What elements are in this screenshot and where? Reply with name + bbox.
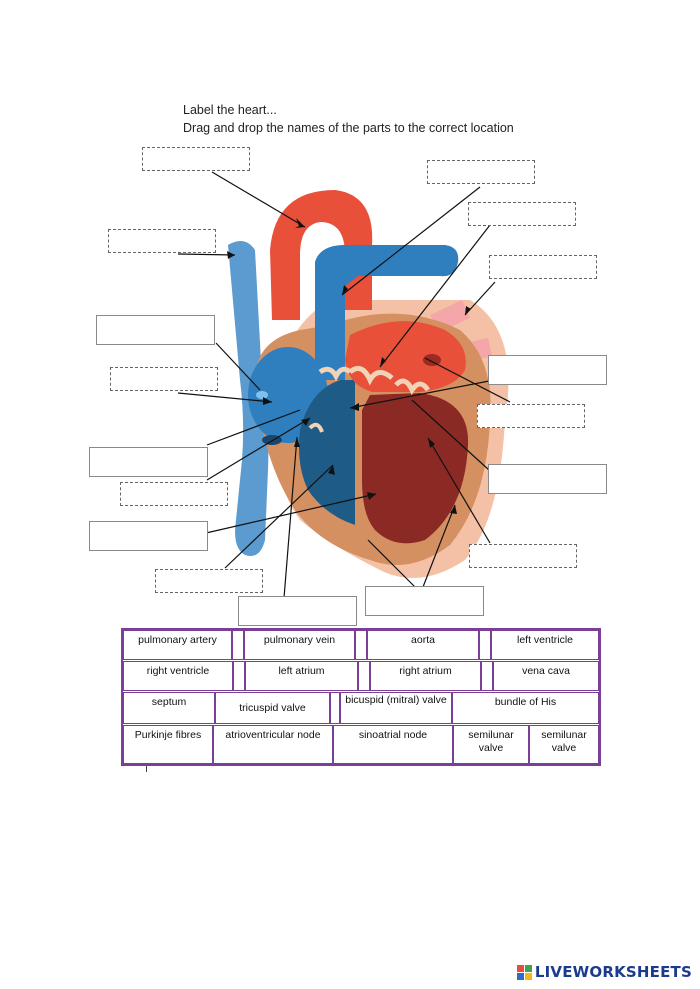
left-ventricle-shape (362, 393, 469, 544)
drop-zone-7[interactable] (488, 355, 607, 385)
word-septum[interactable]: septum (123, 692, 215, 724)
word-purkinje-fibres[interactable]: Purkinje fibres (123, 725, 213, 764)
drop-zone-4[interactable] (108, 229, 216, 253)
word-semilunar-valve-1[interactable]: semilunar valve (453, 725, 529, 764)
word-bundle-of-his[interactable]: bundle of His (452, 692, 599, 724)
valve-mid (348, 365, 394, 386)
drop-zone-6[interactable] (96, 315, 215, 345)
right-ventricle-shape (299, 380, 355, 525)
drop-zone-3[interactable] (468, 202, 576, 226)
word-pulmonary-vein[interactable]: pulmonary vein (244, 630, 355, 660)
liveworksheets-logo: LIVEWORKSHEETS (516, 963, 692, 981)
word-slot-empty (481, 661, 493, 691)
word-bank: pulmonary artery pulmonary vein aorta le… (121, 628, 601, 766)
pointer-arrowheads (227, 218, 471, 514)
drop-zone-17[interactable] (238, 596, 357, 626)
word-sinoatrial-node[interactable]: sinoatrial node (333, 725, 453, 764)
drop-zone-11[interactable] (488, 464, 607, 494)
word-vena-cava[interactable]: vena cava (493, 661, 599, 691)
word-pulmonary-artery[interactable]: pulmonary artery (123, 630, 232, 660)
pointer-lines (177, 171, 511, 599)
logo-text: LIVEWORKSHEETS (534, 963, 692, 981)
valve-right (394, 378, 431, 396)
right-atrium-opening-top (256, 391, 268, 399)
pulmonary-artery-shape (315, 245, 459, 380)
word-right-ventricle[interactable]: right ventricle (123, 661, 233, 691)
worksheet-title: Label the heart... (183, 103, 277, 117)
drop-zone-1[interactable] (142, 147, 250, 171)
word-bicuspid-mitral-valve[interactable]: bicuspid (mitral) valve (340, 692, 452, 724)
word-slot-empty (232, 630, 244, 660)
word-left-ventricle[interactable]: left ventricle (491, 630, 599, 660)
word-slot-empty (330, 692, 340, 724)
drop-zone-8[interactable] (110, 367, 218, 391)
word-slot-empty (233, 661, 245, 691)
drop-zone-2[interactable] (427, 160, 535, 184)
left-atrium-opening (423, 354, 441, 366)
word-semilunar-valve-2[interactable]: semilunar valve (529, 725, 599, 764)
drop-zone-12[interactable] (120, 482, 228, 506)
word-slot-empty (355, 630, 367, 660)
cursor-mark (146, 766, 147, 772)
word-atrioventricular-node[interactable]: atrioventricular node (213, 725, 333, 764)
valve-left (318, 366, 352, 382)
word-left-atrium[interactable]: left atrium (245, 661, 358, 691)
drop-zone-15[interactable] (155, 569, 263, 593)
aorta-shape (270, 190, 373, 320)
valve-low (308, 422, 324, 433)
drop-zone-14[interactable] (469, 544, 577, 568)
drop-zone-10[interactable] (89, 447, 208, 477)
worksheet-instructions: Drag and drop the names of the parts to … (183, 121, 514, 135)
drop-zone-9[interactable] (477, 404, 585, 428)
word-slot-empty (479, 630, 491, 660)
drop-zone-16[interactable] (365, 586, 484, 616)
word-tricuspid-valve[interactable]: tricuspid valve (215, 692, 330, 724)
word-slot-empty (358, 661, 370, 691)
drop-zone-5[interactable] (489, 255, 597, 279)
drop-zone-13[interactable] (89, 521, 208, 551)
word-right-atrium[interactable]: right atrium (370, 661, 481, 691)
logo-icon (516, 964, 532, 980)
word-aorta[interactable]: aorta (367, 630, 479, 660)
